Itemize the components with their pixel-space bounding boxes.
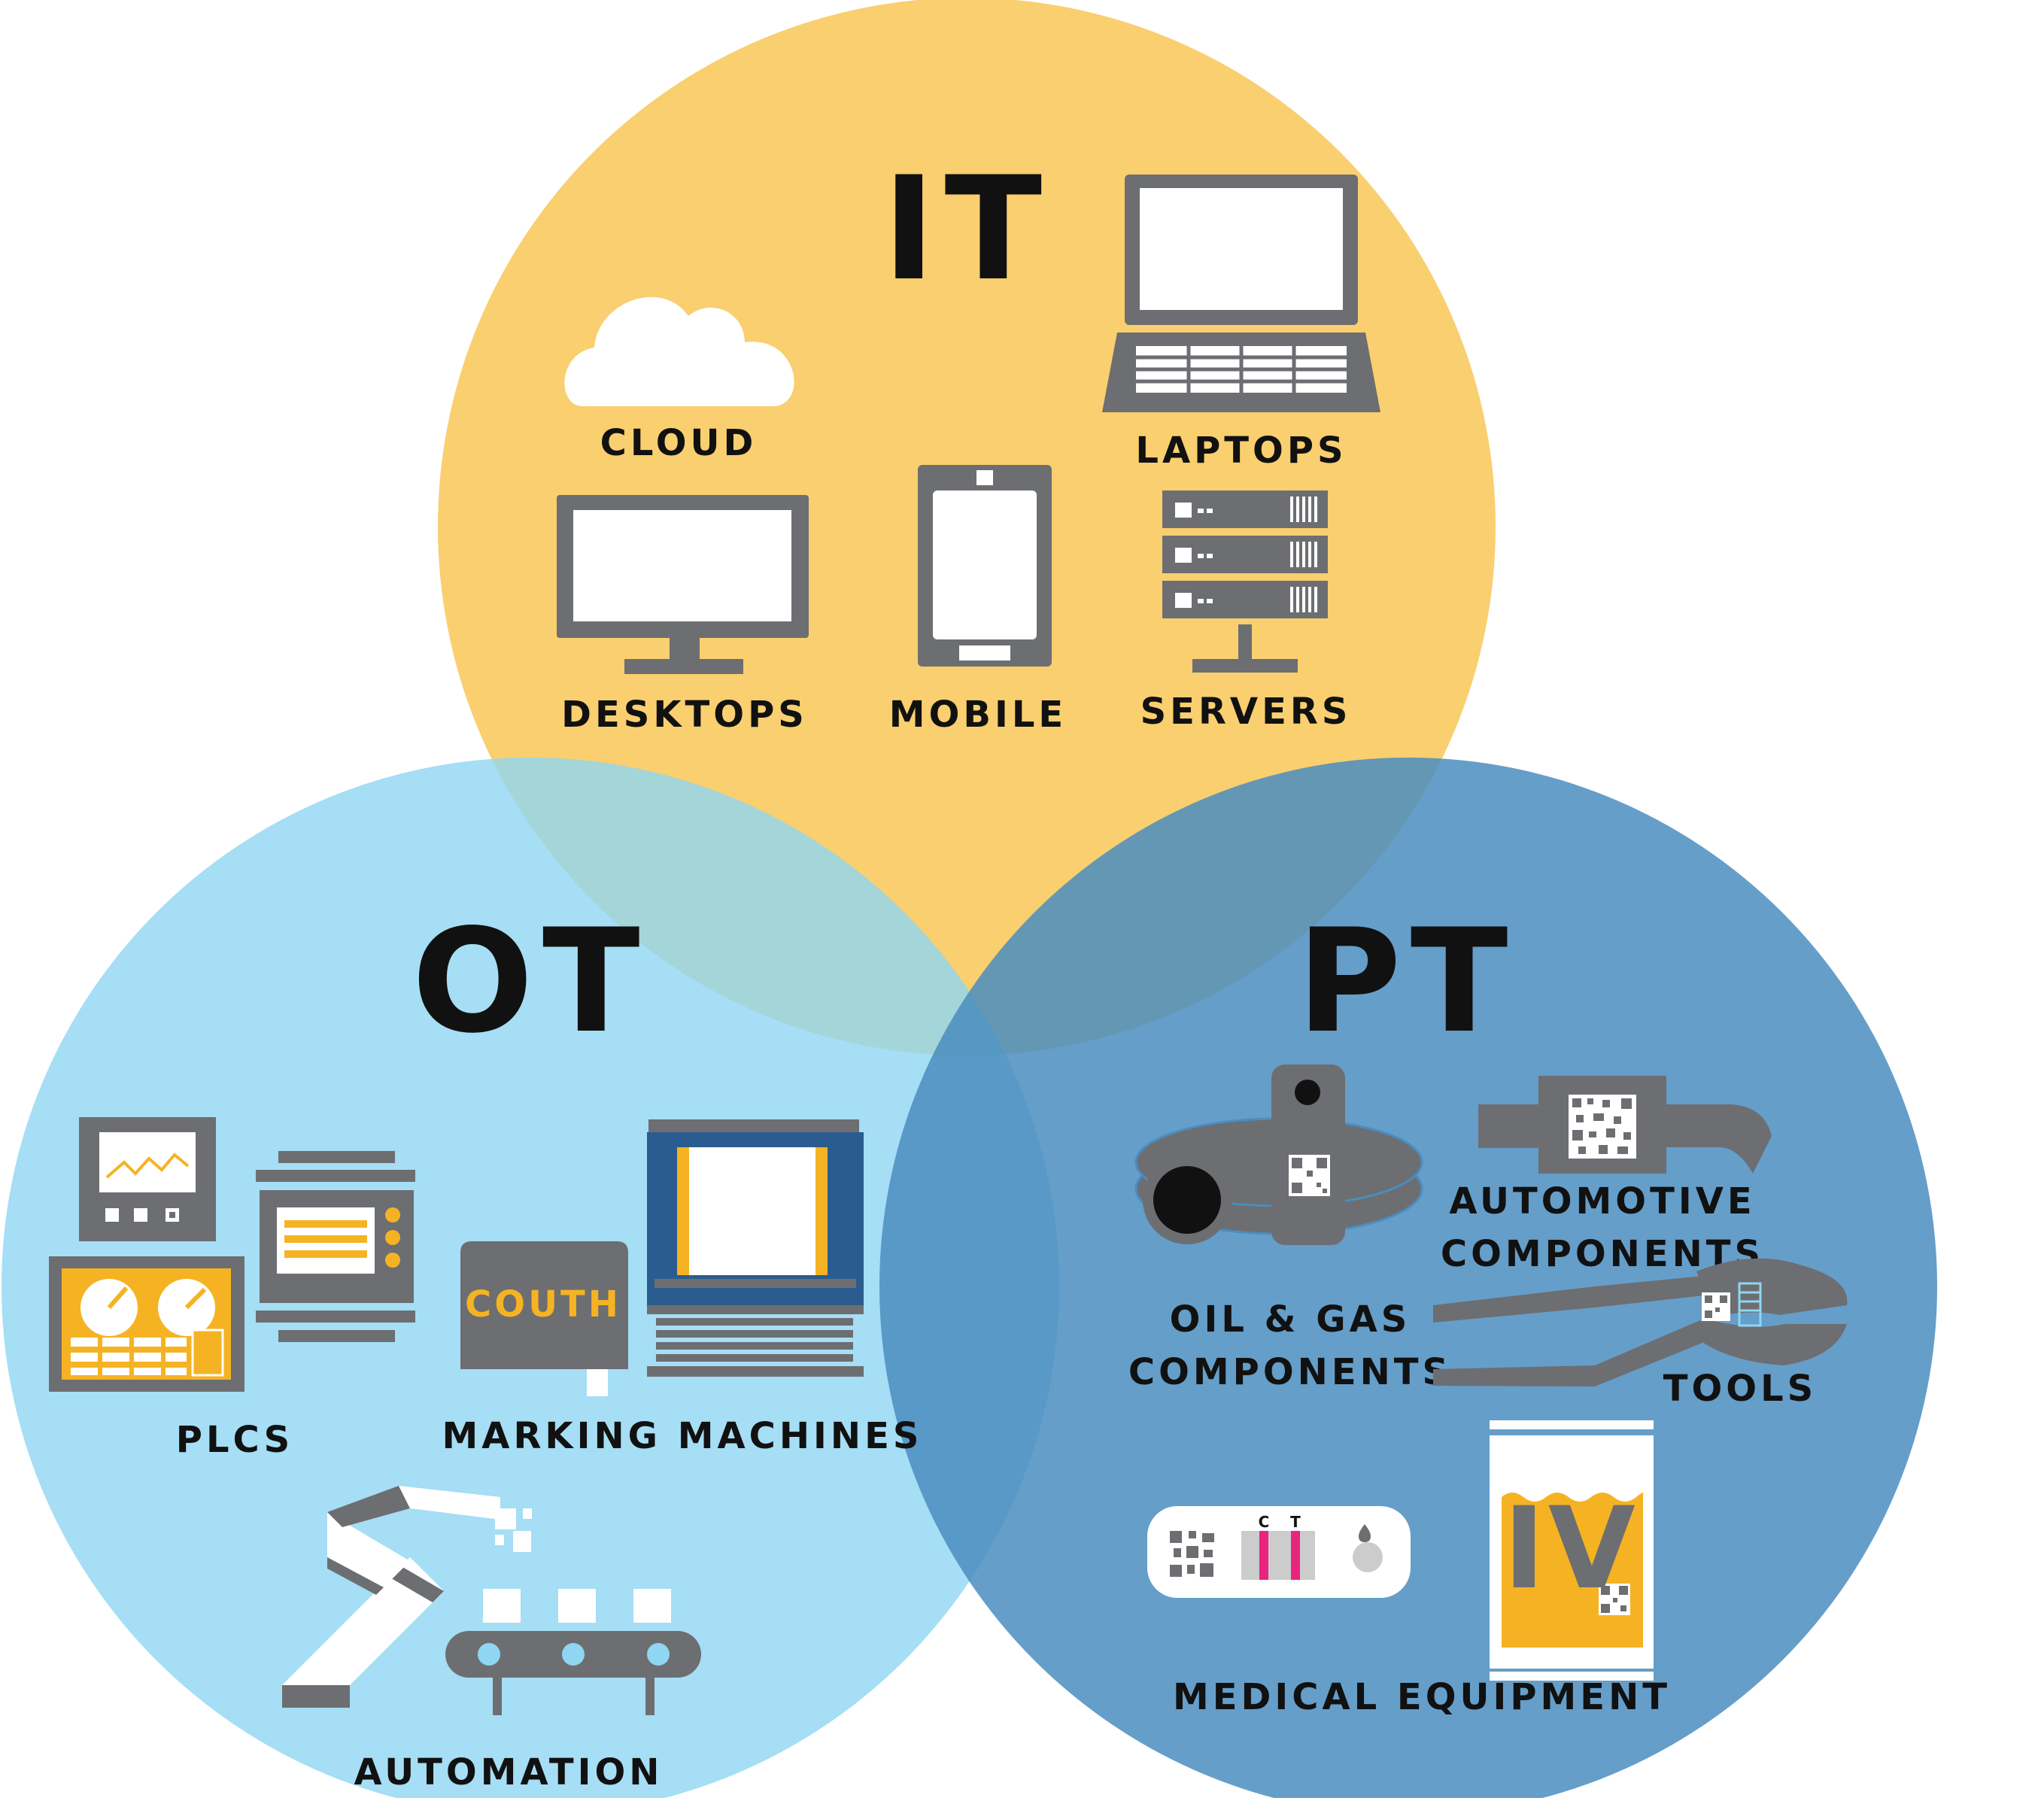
cloud-label: CLOUD <box>600 422 758 464</box>
ot-title: OT <box>412 898 648 1065</box>
robot-arm-icon <box>282 1486 532 1708</box>
iv-bag-icon <box>1490 1420 1654 1681</box>
oil-gas-component-icon <box>1134 1065 1423 1245</box>
marking-machine-logo: COUTH <box>465 1283 621 1326</box>
desktops-label: DESKTOPS <box>561 694 808 736</box>
plcs-label: PLCS <box>176 1419 293 1461</box>
pt-title: PT <box>1297 898 1517 1065</box>
marking-machine-icon <box>460 1119 864 1396</box>
desktop-icon <box>557 495 809 674</box>
automotive-label-1: AUTOMOTIVE <box>1449 1180 1755 1222</box>
test-strip-t: T <box>1290 1513 1301 1531</box>
test-strip-icon <box>1147 1506 1411 1598</box>
automation-label: AUTOMATION <box>354 1751 664 1793</box>
server-icon <box>1162 490 1328 673</box>
plc-icon <box>49 1117 415 1392</box>
laptops-label: LAPTOPS <box>1135 430 1347 472</box>
marking-machines-label: MARKING MACHINES <box>442 1415 923 1457</box>
mobile-label: MOBILE <box>889 694 1067 736</box>
medical-equipment-label: MEDICAL EQUIPMENT <box>1173 1676 1671 1718</box>
mobile-icon <box>918 465 1052 667</box>
laptop-icon <box>1102 175 1380 412</box>
cloud-icon <box>564 296 794 406</box>
pt-circle <box>879 758 1937 1801</box>
test-strip-c: C <box>1259 1513 1270 1531</box>
automotive-part-icon <box>1478 1076 1772 1174</box>
oil-gas-label-2: COMPONENTS <box>1128 1351 1452 1393</box>
servers-label: SERVERS <box>1140 691 1352 733</box>
iv-bag-label: IV <box>1503 1484 1639 1614</box>
it-title: IT <box>882 146 1051 312</box>
conveyor-icon <box>445 1589 701 1715</box>
tools-label: TOOLS <box>1663 1368 1818 1410</box>
oil-gas-label-1: OIL & GAS <box>1170 1298 1411 1341</box>
pliers-icon <box>1433 1258 1848 1386</box>
